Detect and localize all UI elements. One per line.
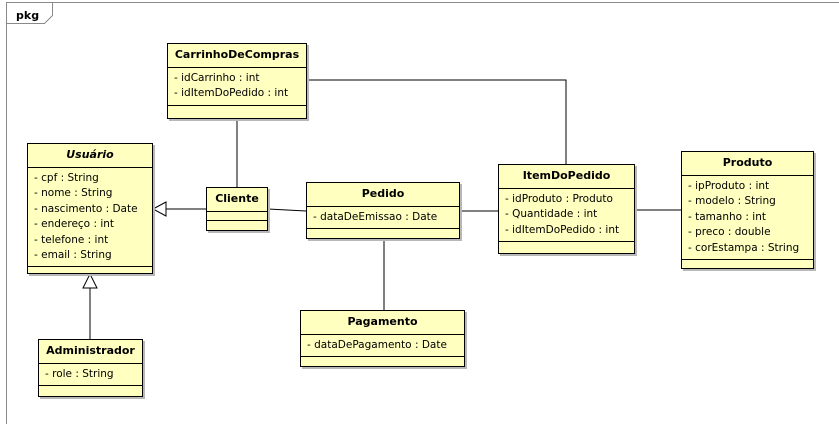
operation-compartment xyxy=(39,385,142,392)
attribute-list: - dataDePagamento : Date xyxy=(301,335,464,356)
attribute: - Quantidade : int xyxy=(505,208,598,221)
assoc-cliente-pedido xyxy=(267,208,307,212)
assoc-carrinho-itemdopedido xyxy=(307,79,567,164)
class-itemdopedido[interactable]: ItemDoPedido - idProduto : Produto - Qua… xyxy=(498,164,635,254)
class-pedido[interactable]: Pedido - dataDeEmissao : Date xyxy=(306,182,460,239)
class-cliente[interactable]: Cliente xyxy=(206,187,268,231)
attribute: - idProduto : Produto xyxy=(505,193,613,205)
attribute: - nascimento : Date xyxy=(34,202,138,215)
class-name: Administrador xyxy=(39,340,142,364)
operation-compartment xyxy=(301,356,464,363)
class-name: Pedido xyxy=(307,183,459,207)
operation-compartment xyxy=(682,259,813,267)
class-name: Pagamento xyxy=(301,311,464,335)
generalization-arrowhead-usuario xyxy=(151,201,167,217)
package-tab: pkg xyxy=(6,2,53,24)
attribute-compartment xyxy=(207,212,267,220)
attribute-list: - cpf : String - nome : String - nascime… xyxy=(28,168,152,266)
operation-compartment xyxy=(499,241,634,250)
operation-compartment xyxy=(207,220,267,229)
operation-compartment xyxy=(168,104,306,114)
operation-compartment xyxy=(307,228,459,235)
attribute: - dataDeEmissao : Date xyxy=(313,211,438,223)
class-name: ItemDoPedido xyxy=(499,165,634,189)
attribute: - idItemDoPedido : int xyxy=(505,223,620,236)
class-produto[interactable]: Produto - ipProduto : int - modelo : Str… xyxy=(681,151,814,269)
attribute: - tamanho : int xyxy=(688,210,766,223)
attribute: - modelo : String xyxy=(688,195,776,208)
class-carrinhodecompras[interactable]: CarrinhoDeCompras - idCarrinho : int - i… xyxy=(167,43,307,119)
attribute: - corEstampa : String xyxy=(688,241,800,254)
class-name: Cliente xyxy=(207,188,267,212)
attribute-list: - role : String xyxy=(39,364,142,385)
package-label: pkg xyxy=(16,9,40,22)
attribute-list: - dataDeEmissao : Date xyxy=(307,207,459,228)
attribute: - cpf : String xyxy=(34,172,99,184)
attribute-list: - idProduto : Produto - Quantidade : int… xyxy=(499,189,634,241)
generalization-arrowhead-usuario-2 xyxy=(82,272,98,289)
attribute-list: - ipProduto : int - modelo : String - ta… xyxy=(682,176,813,259)
attribute: - endereço : int xyxy=(34,218,115,231)
attribute-list: - idCarrinho : int - idItemDoPedido : in… xyxy=(168,68,306,105)
attribute: - telefone : int xyxy=(34,233,109,246)
class-pagamento[interactable]: Pagamento - dataDePagamento : Date xyxy=(300,310,465,367)
class-name: CarrinhoDeCompras xyxy=(168,44,306,68)
attribute: - dataDePagamento : Date xyxy=(307,339,447,351)
class-name: Usuário xyxy=(28,144,152,168)
class-administrador[interactable]: Administrador - role : String xyxy=(38,339,143,397)
operation-compartment xyxy=(28,266,152,275)
attribute: - nome : String xyxy=(34,187,113,200)
package-frame xyxy=(6,2,839,424)
package-tab-shape xyxy=(6,2,53,24)
attribute: - email : String xyxy=(34,249,112,262)
attribute: - role : String xyxy=(45,368,114,380)
attribute: - ipProduto : int xyxy=(688,180,770,192)
attribute: - preco : double xyxy=(688,226,771,239)
attribute: - idItemDoPedido : int xyxy=(174,87,289,100)
class-name: Produto xyxy=(682,152,813,176)
attribute: - idCarrinho : int xyxy=(174,72,260,84)
class-usuario[interactable]: Usuário - cpf : String - nome : String -… xyxy=(27,143,153,274)
